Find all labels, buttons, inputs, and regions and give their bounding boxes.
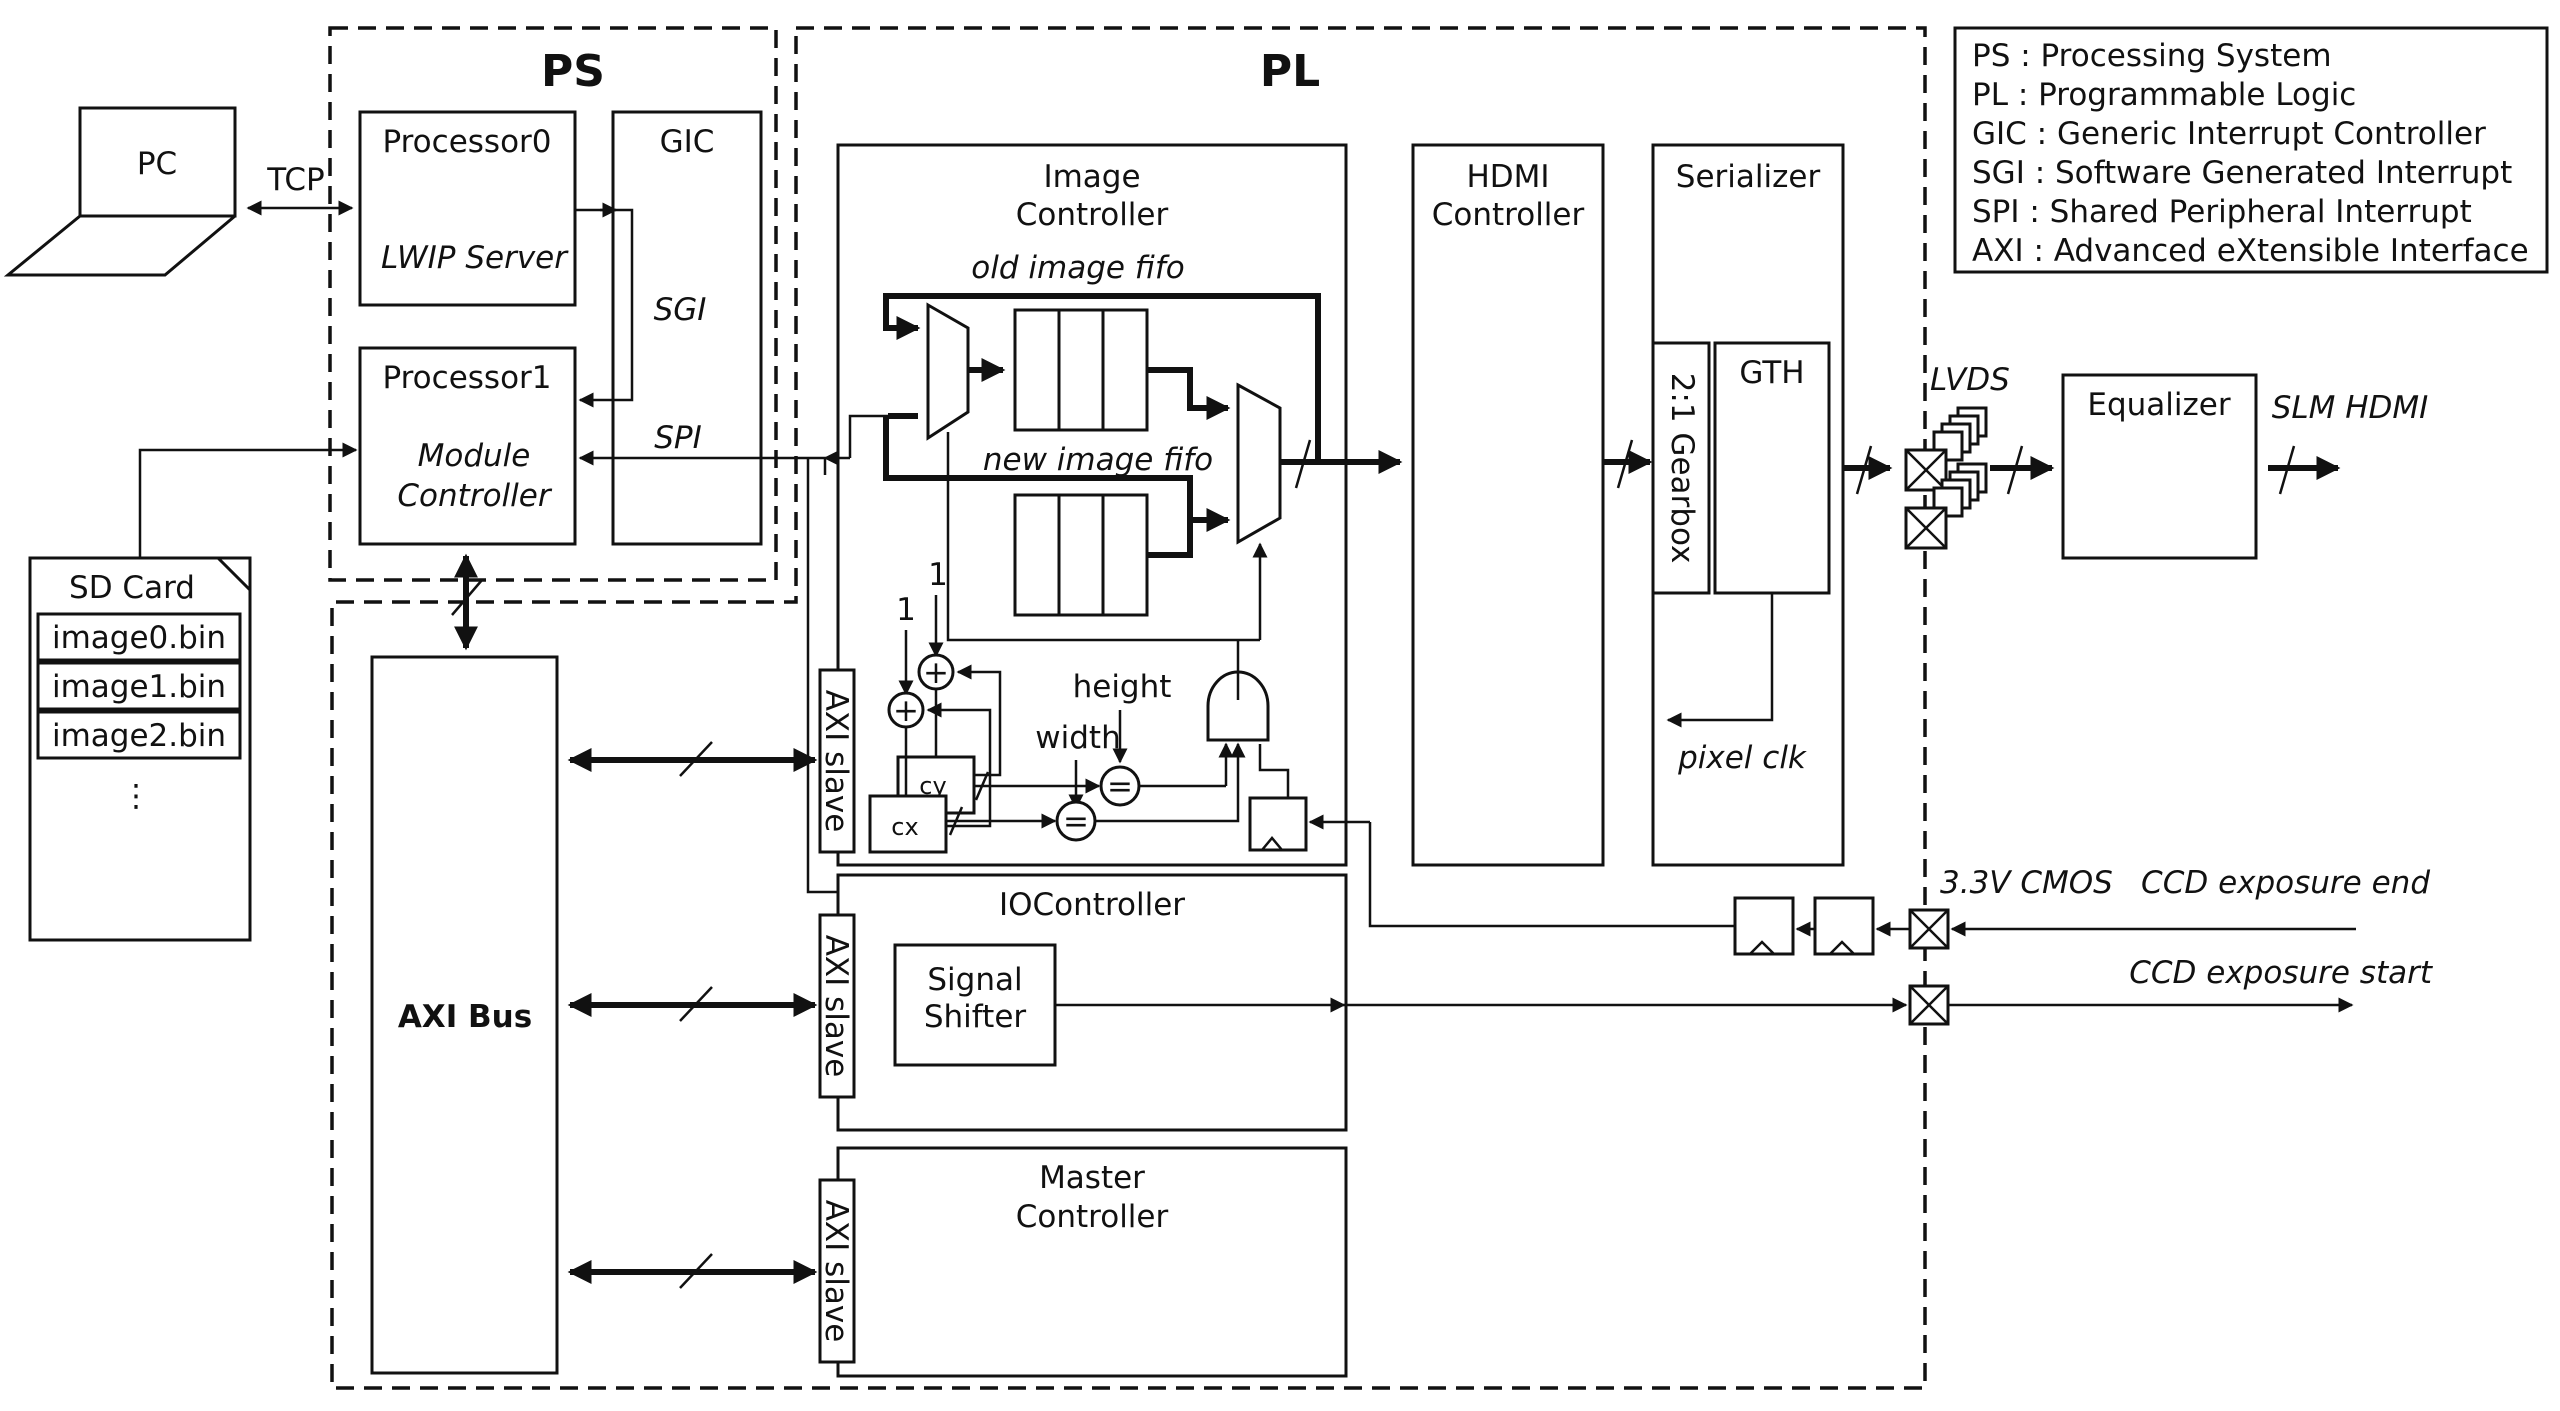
axi-slave-image-label: AXI slave [818,690,854,833]
old-fifo-feedback [883,293,1321,462]
adder-cy: + [917,653,955,691]
sd-file-0: image0.bin [52,620,226,656]
new-fifo-input [883,416,1193,520]
comparator-height: = [1099,765,1141,807]
processor0-title: Processor0 [382,124,551,160]
cmos-label: 3.3V CMOS [1940,865,2113,901]
legend-sgi: SGI : Software Generated Interrupt [1972,155,2512,191]
pl-region [330,26,1927,1390]
ps-title: PS [541,46,605,97]
axi-slave-image [818,668,856,854]
svg-text:+: + [893,693,919,729]
legend: PS : Processing System PL : Programmable… [1953,26,2549,274]
gearbox-box [1651,341,1711,595]
axi-bus-label: AXI Bus [398,999,532,1035]
hdmi-controller-title2: Controller [1432,197,1585,233]
processor0-box [358,110,577,307]
sd-card-label: SD Card [69,570,195,606]
processor1-sub1: Module [418,438,531,474]
cmos-pad-end [1908,908,1950,950]
pl-title: PL [1260,46,1320,97]
ccd-start-label: CCD exposure start [2129,955,2434,991]
signal-shifter-label1: Signal [927,962,1022,998]
and-gate [1206,670,1270,742]
master-controller-box [836,1146,1348,1378]
sd-file-2: image2.bin [52,718,226,754]
serializer-title: Serializer [1676,159,1821,195]
input-mux [926,302,970,441]
axi-slave-io [818,913,856,1099]
gearbox-label: 2:1 Gearbox [1664,373,1700,564]
processor1-title: Processor1 [382,360,551,396]
gth-box [1713,341,1831,595]
sd-card: SD Card image0.bin image1.bin image2.bin… [28,556,252,942]
const-one-b: 1 [896,592,916,628]
master-controller-title2: Controller [1016,1199,1169,1235]
gic-title: GIC [660,124,715,160]
io-controller-title: IOController [999,887,1185,923]
pc-label: PC [137,146,177,182]
axi-slave-master [818,1178,856,1364]
const-one-a: 1 [928,557,948,593]
master-controller-title1: Master [1039,1160,1145,1196]
pixel-clk-line [1666,593,1774,728]
ccd-end-label: CCD exposure end [2141,865,2430,901]
old-fifo-to-outmux [1147,367,1231,420]
lvds-label: LVDS [1930,362,2010,398]
new-fifo-label: new image fifo [983,442,1213,478]
pc-laptop-icon: PC [3,106,237,277]
image-controller-title2: Controller [1016,197,1169,233]
spi-label: SPI [654,420,702,456]
pixel-clk-label: pixel clk [1677,740,1807,776]
flipflop-sync-1 [1733,896,1795,956]
svg-text:+: + [923,655,949,691]
svg-text:=: = [1107,769,1133,805]
output-mux [1236,382,1282,545]
sgi-label: SGI [654,292,707,328]
image-controller-title1: Image [1043,159,1140,195]
old-image-fifo [1013,308,1149,432]
width-label: width [1035,720,1120,756]
legend-spi: SPI : Shared Peripheral Interrupt [1972,194,2472,230]
cmos-pad-start [1908,984,1950,1026]
sd-to-processor1 [138,442,358,558]
legend-gic: GIC : Generic Interrupt Controller [1972,116,2486,152]
ps-region [328,26,778,582]
processor0-sub: LWIP Server [381,240,569,276]
axi-bus-box [370,655,559,1375]
height-label: height [1073,669,1172,705]
equalizer-label: Equalizer [2087,387,2230,423]
old-fifo-label: old image fifo [971,250,1184,286]
tcp-label: TCP [266,162,324,198]
lvds-pads [1904,406,1988,550]
equalizer-box [2061,373,2258,560]
new-image-fifo [1013,493,1149,617]
axi-slave-io-label: AXI slave [818,935,854,1078]
gth-label: GTH [1739,355,1804,391]
axi-slave-master-label: AXI slave [818,1200,854,1343]
signal-shifter-label2: Shifter [924,999,1027,1035]
hdmi-controller-title1: HDMI [1466,159,1549,195]
new-fifo-to-outmux [1147,508,1231,558]
svg-text:=: = [1063,804,1089,840]
counter-cx-label: cx [891,813,918,841]
gic-box [611,110,763,546]
legend-pl: PL : Programmable Logic [1972,77,2356,113]
hdmi-controller-box [1411,143,1605,867]
sd-more: ⋮ [121,778,152,814]
comparator-width: = [1055,800,1097,842]
legend-axi: AXI : Advanced eXtensible Interface [1972,233,2529,269]
signal-shifter-box [893,943,1057,1067]
processor1-box [358,346,577,546]
processor1-sub2: Controller [397,478,552,514]
counter-cx [868,794,948,854]
flipflop-image [1248,796,1308,852]
slm-hdmi-label: SLM HDMI [2272,390,2429,426]
sd-file-1: image1.bin [52,669,226,705]
adder-cx: + [887,691,925,729]
legend-ps: PS : Processing System [1972,38,2332,74]
